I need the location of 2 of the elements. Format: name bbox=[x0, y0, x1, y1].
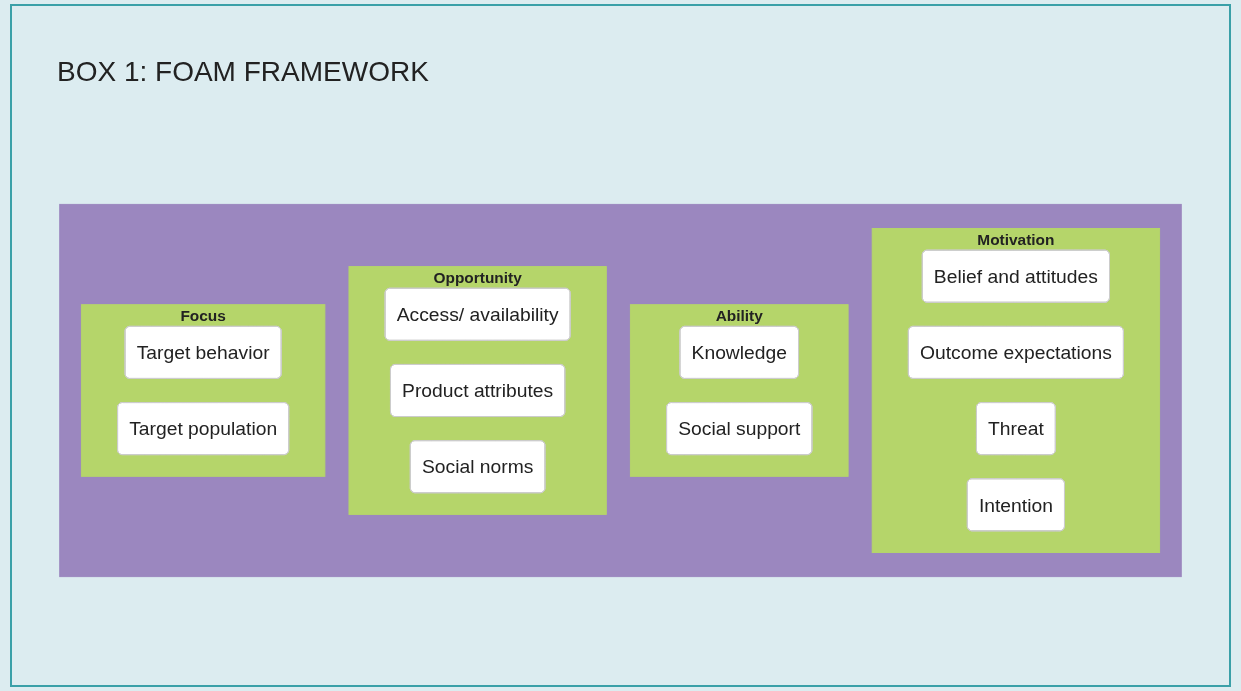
diagram-title: BOX 1: FOAM FRAMEWORK bbox=[57, 56, 429, 88]
cluster bbox=[59, 203, 1182, 578]
